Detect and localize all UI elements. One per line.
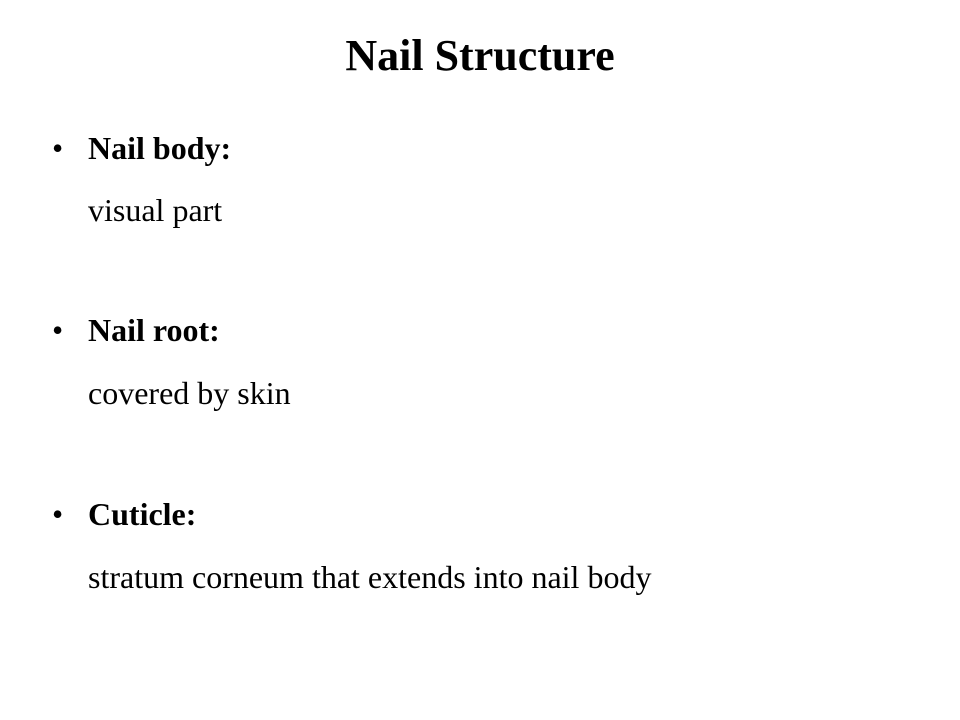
bullet-description: stratum corneum that extends into nail b…	[88, 559, 652, 595]
bullet-description: visual part	[88, 192, 223, 228]
bullet-description: covered by skin	[88, 375, 291, 411]
bullet-term: Nail root:	[88, 312, 220, 348]
bullet-term: Nail body:	[88, 130, 232, 166]
bullet-dot: •	[52, 312, 64, 348]
slide-title: Nail Structure	[345, 31, 615, 80]
bullet-dot: •	[52, 496, 64, 532]
bullet-dot: •	[52, 130, 64, 166]
bullet-term: Cuticle:	[88, 496, 197, 532]
